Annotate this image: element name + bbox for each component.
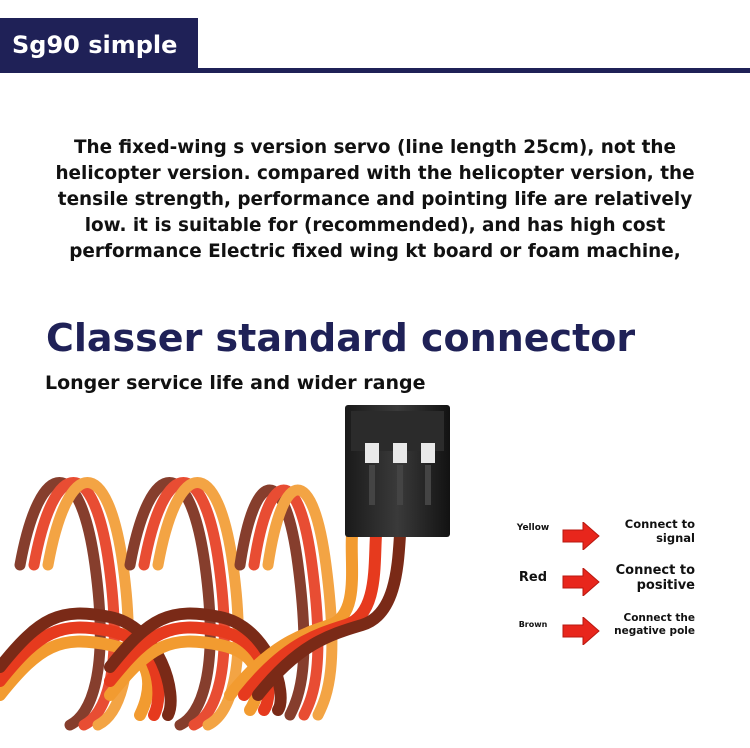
wire-color-label: Red — [518, 570, 548, 585]
description-line: performance Electric fixed wing kt board… — [69, 241, 681, 262]
wire-function: Connect to signal — [605, 517, 695, 545]
wire-color-label: Brown — [518, 620, 548, 629]
description-line: low. it is suitable for (recommended), a… — [84, 215, 666, 236]
wire-function: Connect to positive — [605, 563, 695, 593]
header-rule — [0, 68, 750, 73]
wire-function-line: Connect to — [615, 563, 695, 578]
description: The fixed-wing s version servo (line len… — [20, 135, 730, 265]
description-line: helicopter version. compared with the he… — [55, 163, 695, 184]
title-label: Sg90 simple — [0, 18, 198, 73]
arrow-right-icon — [562, 617, 600, 645]
servo-cable-image — [0, 405, 450, 731]
description-line: tensile strength, performance and pointi… — [57, 189, 693, 210]
arrow-right-icon — [562, 568, 600, 596]
wire-color-label: Yellow — [516, 523, 550, 533]
wire-function-line: Connect to — [624, 517, 695, 531]
wire-function-line: negative pole — [614, 625, 695, 637]
wire-function-line: signal — [656, 531, 695, 545]
wire-row-yellow: Yellow Connect to signal — [505, 517, 705, 557]
wire-function-line: Connect the — [623, 612, 695, 624]
connector-subheading: Longer service life and wider range — [45, 372, 426, 394]
description-line: The fixed-wing s version servo (line len… — [73, 137, 677, 158]
arrow-right-icon — [562, 522, 600, 550]
wire-function: Connect the negative pole — [605, 612, 695, 638]
connector-heading: Classer standard connector — [46, 316, 636, 360]
wire-row-red: Red Connect to positive — [505, 563, 705, 603]
wire-function-line: positive — [636, 578, 695, 593]
wire-row-brown: Brown Connect the negative pole — [505, 612, 705, 652]
